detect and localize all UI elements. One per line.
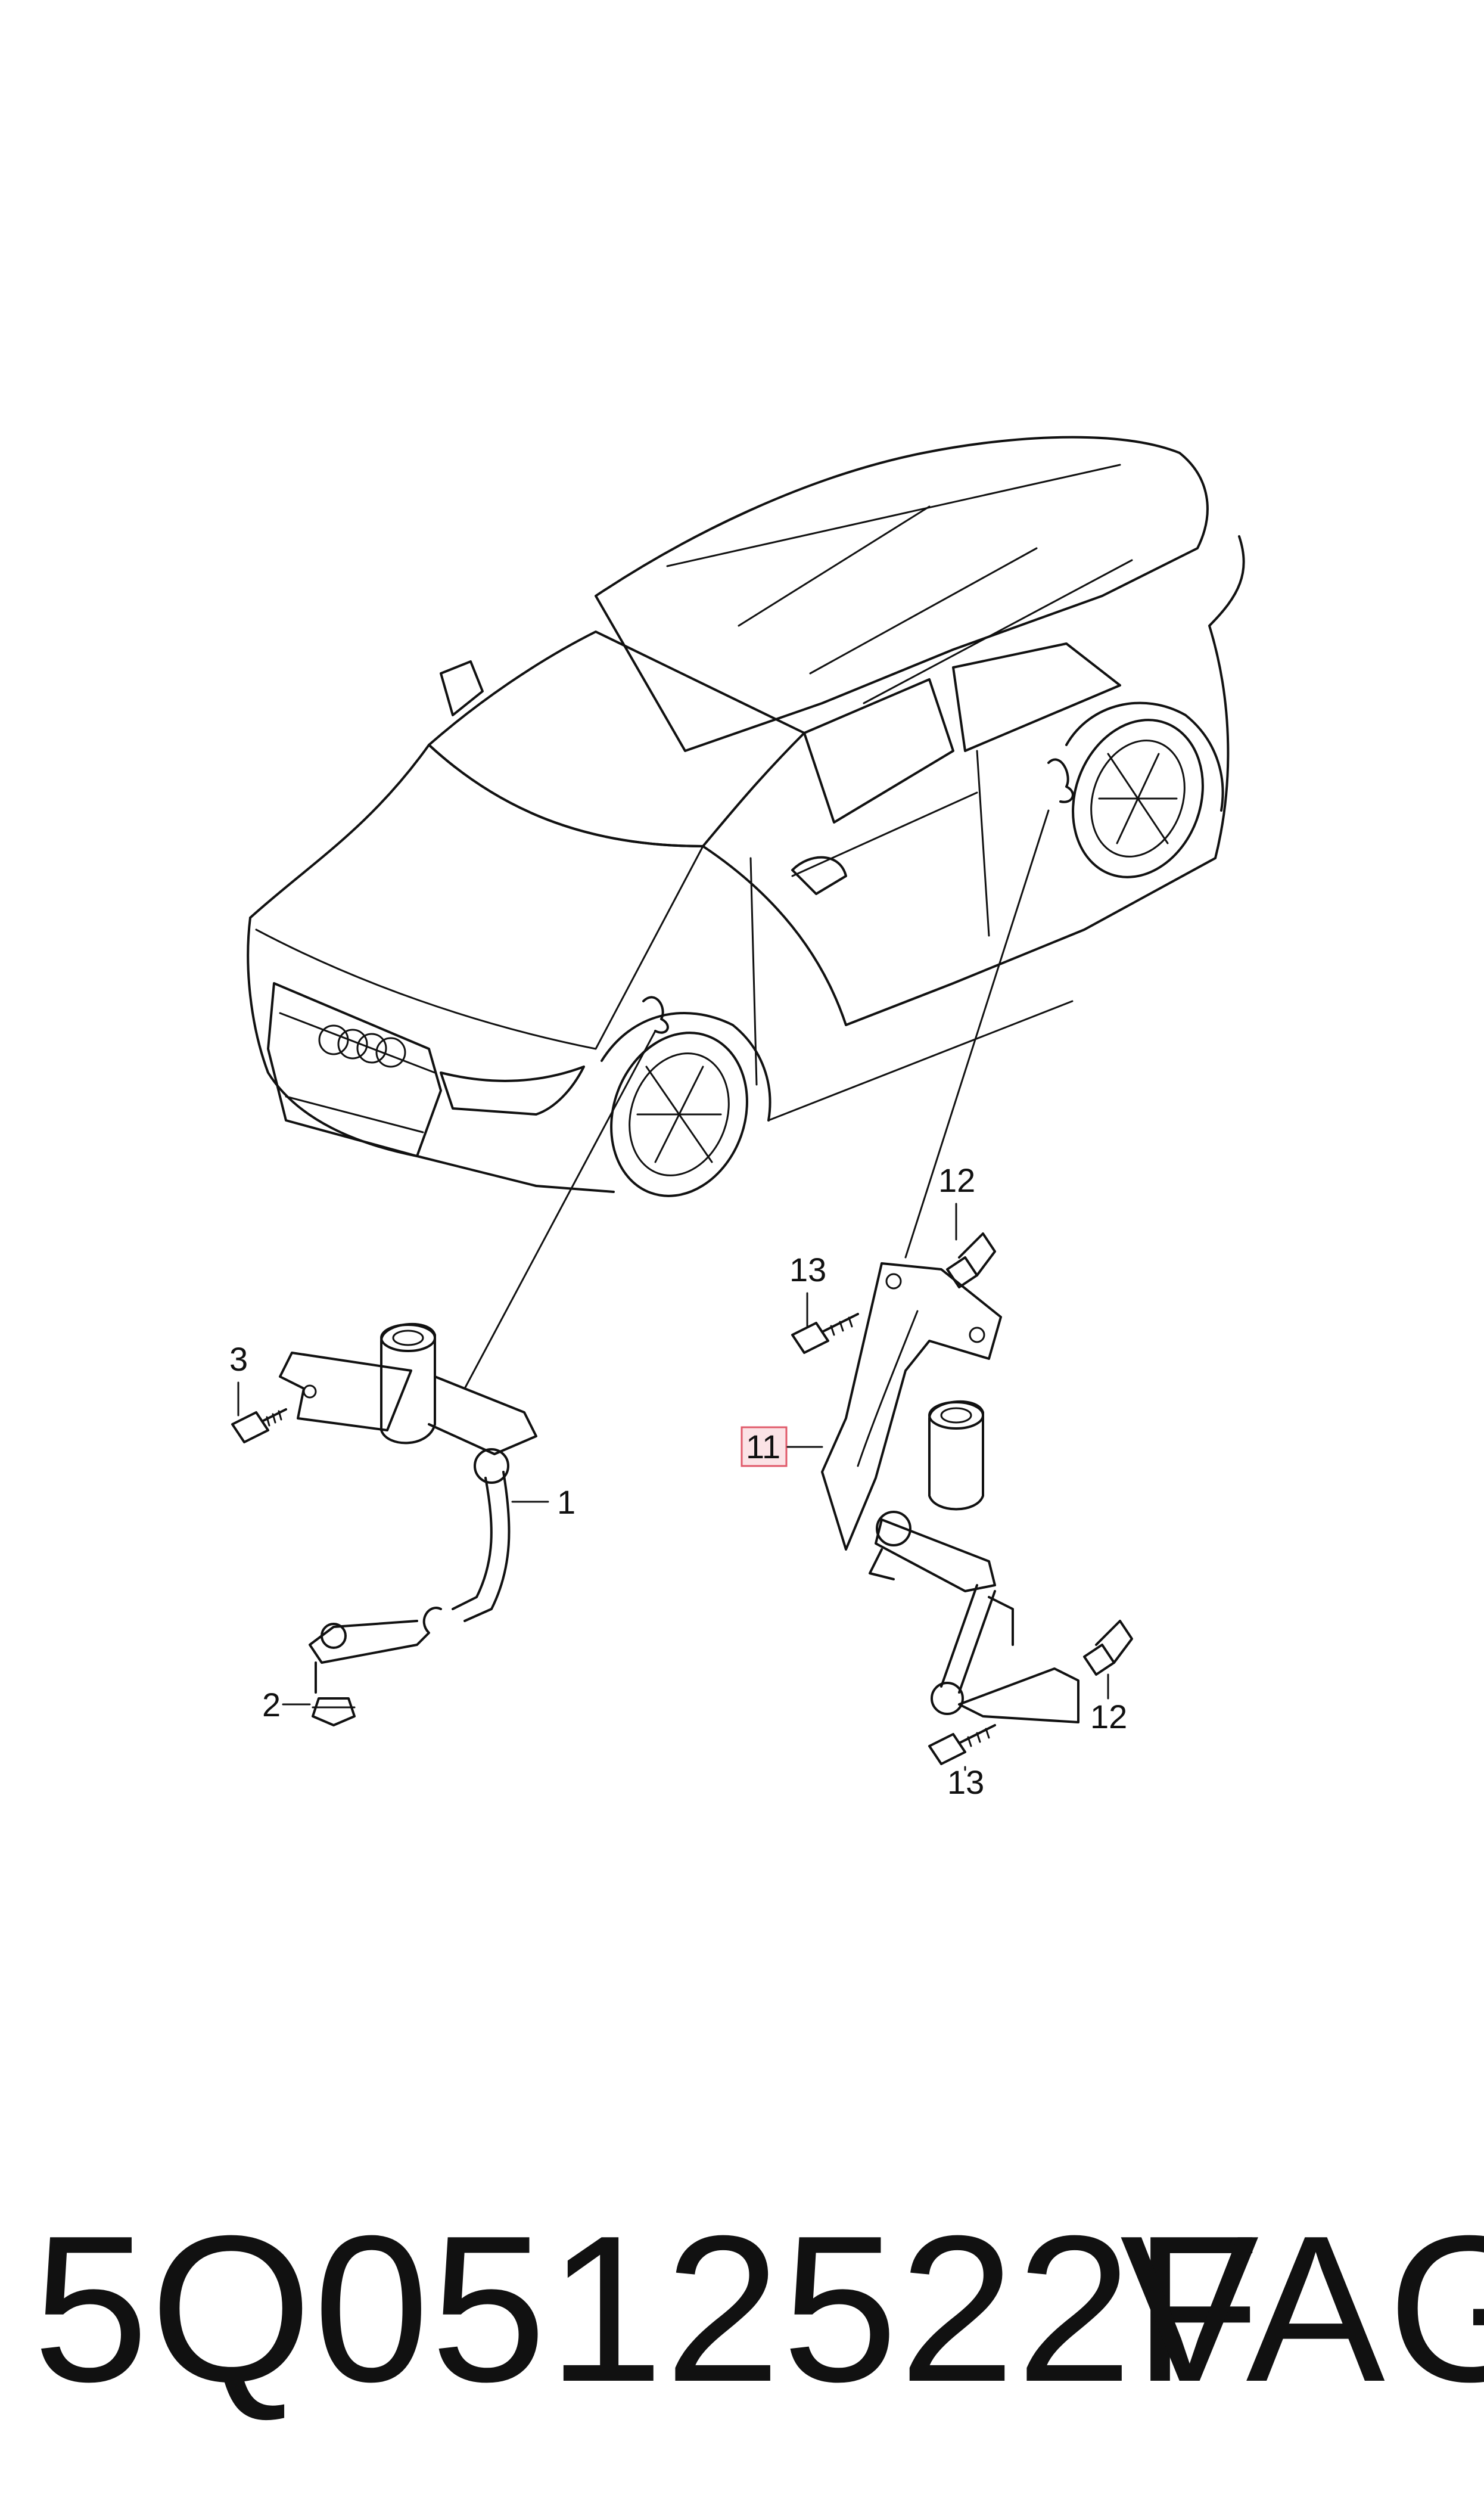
bolt-part-13-upper (791, 1313, 859, 1354)
callout-1: 1 (557, 1483, 575, 1521)
leader-line-rear (904, 809, 1050, 1259)
car-illustration (247, 436, 1245, 1197)
bolt-part-3 (231, 1408, 287, 1443)
callout-12-upper: 12 (938, 1161, 975, 1199)
callout-3: 3 (229, 1340, 248, 1378)
rear-level-sensor (821, 1262, 1079, 1723)
callout-13-lower: 13 (947, 1763, 984, 1801)
clip-part-12-upper (946, 1232, 996, 1288)
nut-part-2 (312, 1661, 356, 1726)
callout-2: 2 (262, 1686, 281, 1723)
bolt-part-13-lower (928, 1724, 996, 1765)
callout-13-upper: 13 (789, 1251, 826, 1288)
leader-line-front (463, 1030, 657, 1390)
rings-logo-icon (318, 1024, 406, 1068)
brand-label: VAG (1120, 2192, 1484, 2425)
callout-11-highlight (741, 1426, 788, 1467)
part-number: 5Q0512522F (33, 2192, 1262, 2425)
callout-12-lower: 12 (1090, 1698, 1127, 1735)
front-level-sensor (279, 1322, 537, 1664)
clip-part-12-lower (1083, 1620, 1133, 1676)
callout-11: 11 (746, 1428, 780, 1465)
